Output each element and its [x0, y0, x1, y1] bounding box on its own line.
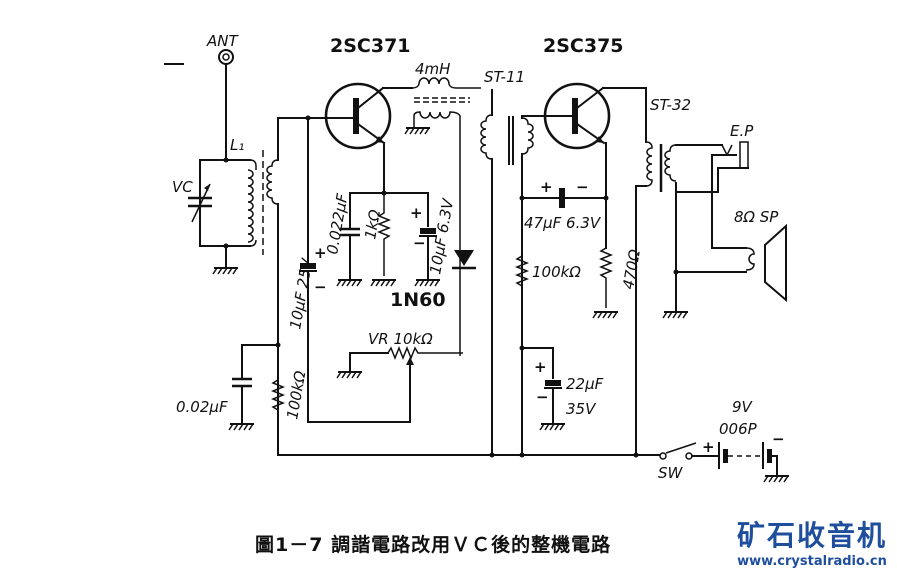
cap-47uf-label: 47μF 6.3V	[524, 214, 602, 232]
rfc-label: 4mH	[415, 60, 450, 78]
antenna-label: ANT	[206, 32, 239, 50]
minus-sign: −	[576, 178, 589, 196]
figure-number: 圖1－7	[255, 534, 324, 556]
transistor-2sc375: 2SC375	[543, 35, 647, 249]
res-100k-left-label: 100kΩ	[283, 369, 309, 421]
plus-sign: +	[534, 358, 547, 376]
speaker-label: 8Ω SP	[734, 208, 779, 226]
figure-caption: 圖1－7 調諧電路改用ＶＣ後的整機電路	[255, 530, 611, 557]
switch-label: SW	[658, 464, 684, 482]
watermark-url: www.crystalradio.cn	[737, 554, 887, 569]
antenna-terminal: ANT	[206, 32, 239, 161]
emitter-network-t1: 0.022μF 1kΩ + − 10μF 6.3V	[323, 190, 457, 287]
tuning-tank: L₁ VC	[172, 117, 279, 456]
transistor-2sc371: 2SC371	[277, 35, 413, 194]
plus-sign: +	[540, 178, 553, 196]
vr-label: VR 10kΩ	[368, 330, 433, 348]
battery-voltage-label: 9V	[732, 398, 754, 416]
transistor1-label: 2SC371	[330, 35, 411, 57]
watermark-name: 矿石收音机	[736, 519, 887, 552]
minus-sign: −	[772, 430, 785, 448]
minus-sign: −	[314, 278, 327, 296]
transformer-st11: ST-11	[480, 68, 556, 456]
power-switch: SW	[635, 442, 697, 482]
res-470-label: 470Ω	[619, 248, 644, 291]
st32-label: ST-32	[650, 96, 691, 114]
cap-47uf: + − 47μF 6.3V	[519, 178, 609, 232]
l1-primary-coil	[247, 169, 254, 243]
volume-control-vr: VR 10kΩ	[307, 330, 463, 423]
diode-1n60: 1N60	[390, 250, 476, 311]
plus-sign: +	[702, 438, 715, 456]
earphone-label: E.P	[730, 122, 754, 140]
res-100k-right-label: 100kΩ	[532, 263, 581, 281]
battery-9v: 9V 006P + −	[691, 398, 789, 483]
bias-network-left: 0.02μF 100kΩ	[176, 342, 310, 431]
st11-label: ST-11	[484, 68, 525, 86]
transistor2-label: 2SC375	[543, 35, 624, 57]
res-1k-label: 1kΩ	[361, 208, 384, 241]
cap-10uf-25v-label: 10μF 25V	[286, 256, 316, 331]
vc-label: VC	[172, 178, 193, 196]
plus-sign: +	[410, 204, 423, 222]
coil-l1-label: L₁	[230, 136, 244, 154]
earphone-jack: E.P	[711, 122, 754, 249]
cap-22uf-label: 22μF	[566, 375, 604, 393]
transformer-st32: ST-32	[635, 87, 723, 456]
watermark-logo: 矿石收音机 www.crystalradio.cn	[732, 520, 892, 572]
minus-sign: −	[536, 388, 549, 406]
cap-002uf-label: 0.02μF	[176, 398, 228, 416]
rf-choke-4mh: 4mH	[404, 60, 481, 356]
battery-type-label: 006P	[719, 420, 758, 438]
minus-sign: −	[413, 234, 426, 252]
plus-sign: +	[314, 244, 327, 262]
cap-22uf-voltage: 35V	[566, 400, 597, 418]
figure-title: 調諧電路改用ＶＣ後的整機電路	[331, 534, 612, 556]
diode-label: 1N60	[390, 289, 446, 311]
variable-capacitor-vc: VC	[172, 159, 212, 223]
resistor-100k-right: 100kΩ	[514, 255, 581, 287]
cap-0022uf-label: 0.022μF	[323, 192, 351, 256]
speaker-8ohm: 8Ω SP	[673, 208, 787, 303]
cap-22uf: + − 22μF 35V	[519, 345, 604, 431]
